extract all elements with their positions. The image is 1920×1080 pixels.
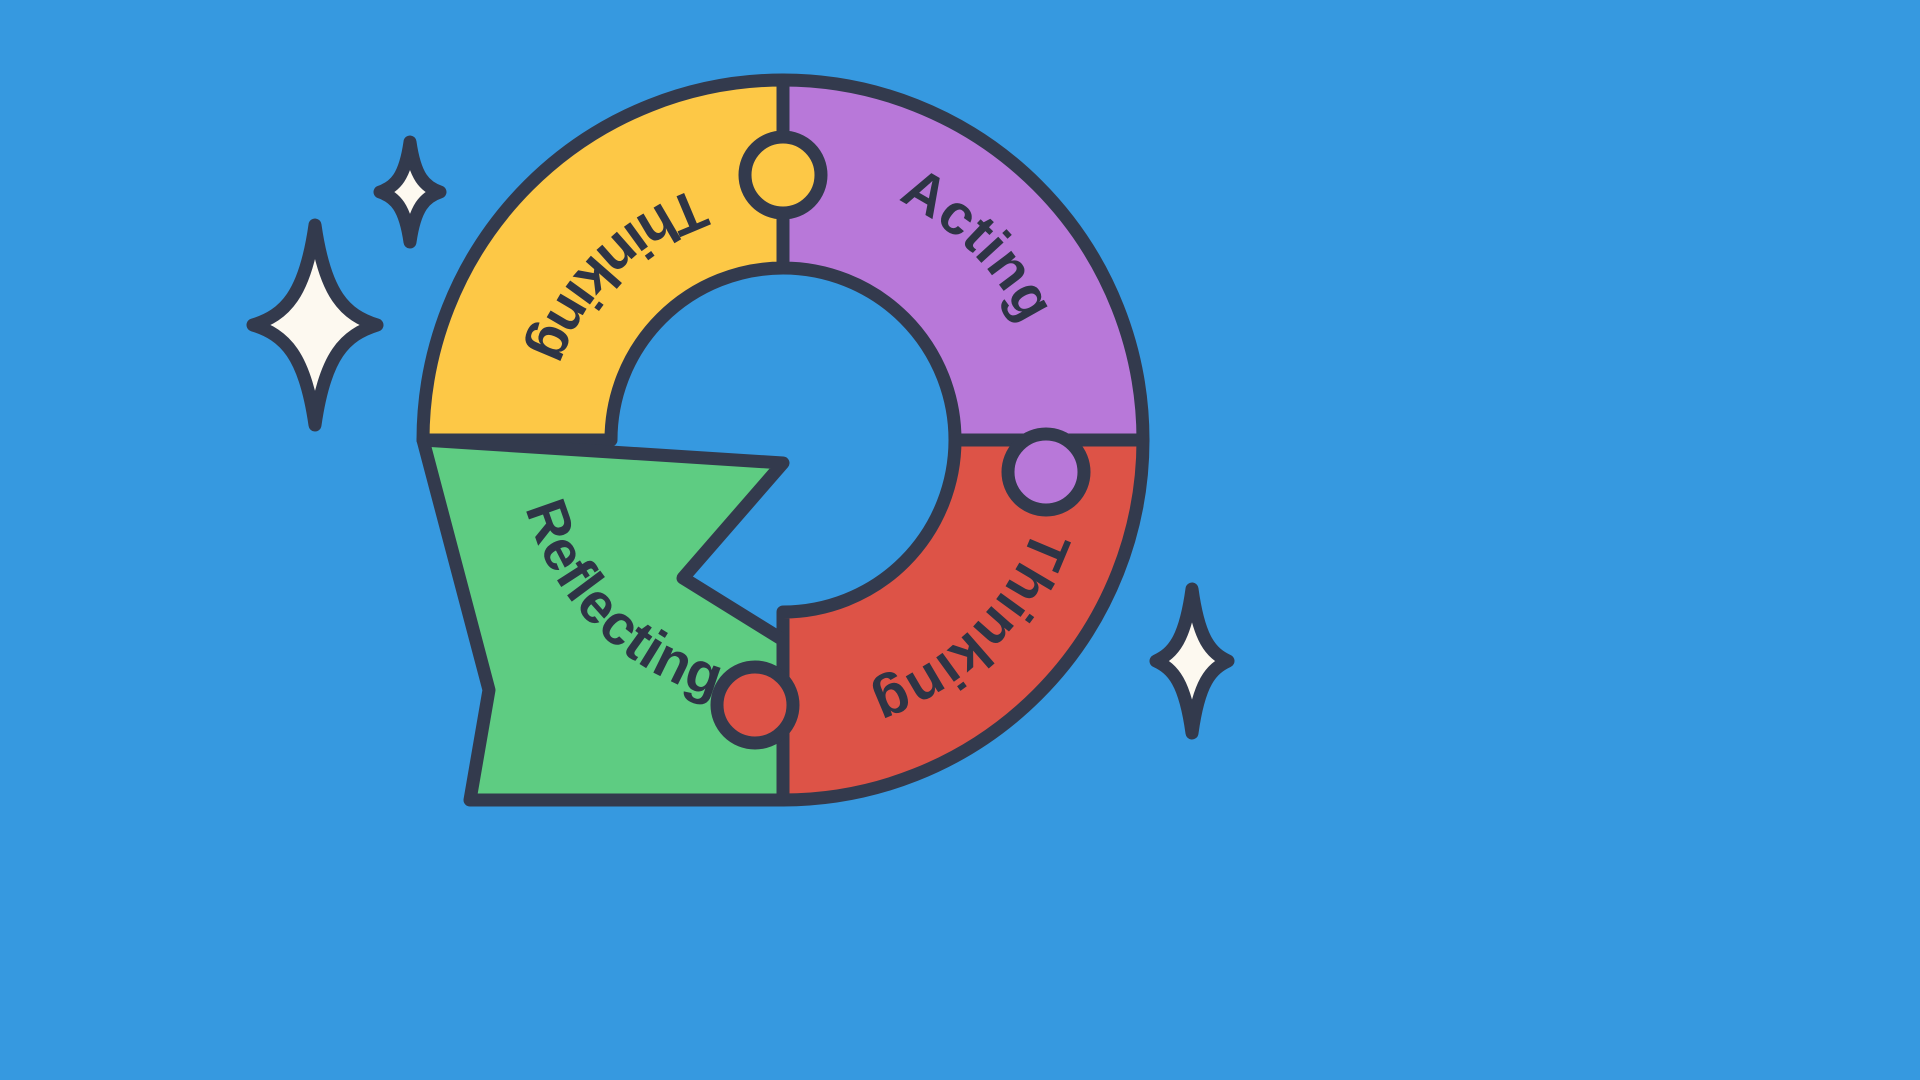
purple-connector-dot [1001,427,1091,517]
red-connector-dot [710,660,800,750]
segment-thinking-top-shape [416,73,790,447]
segment-thinking-top[interactable] [416,73,790,447]
segment-acting-shape [776,73,1150,447]
segment-thinking-bottom[interactable] [776,433,1150,807]
sparkle-large-icon [246,218,384,432]
segment-reflecting[interactable] [416,433,790,807]
segment-thinking-bottom-shape [776,433,1150,807]
yellow-connector-dot [738,130,828,220]
segment-acting[interactable] [776,73,1150,447]
segment-reflecting-shape [416,433,790,807]
sparkle-medium-icon [1149,582,1235,740]
sparkle-small-icon [373,135,447,249]
